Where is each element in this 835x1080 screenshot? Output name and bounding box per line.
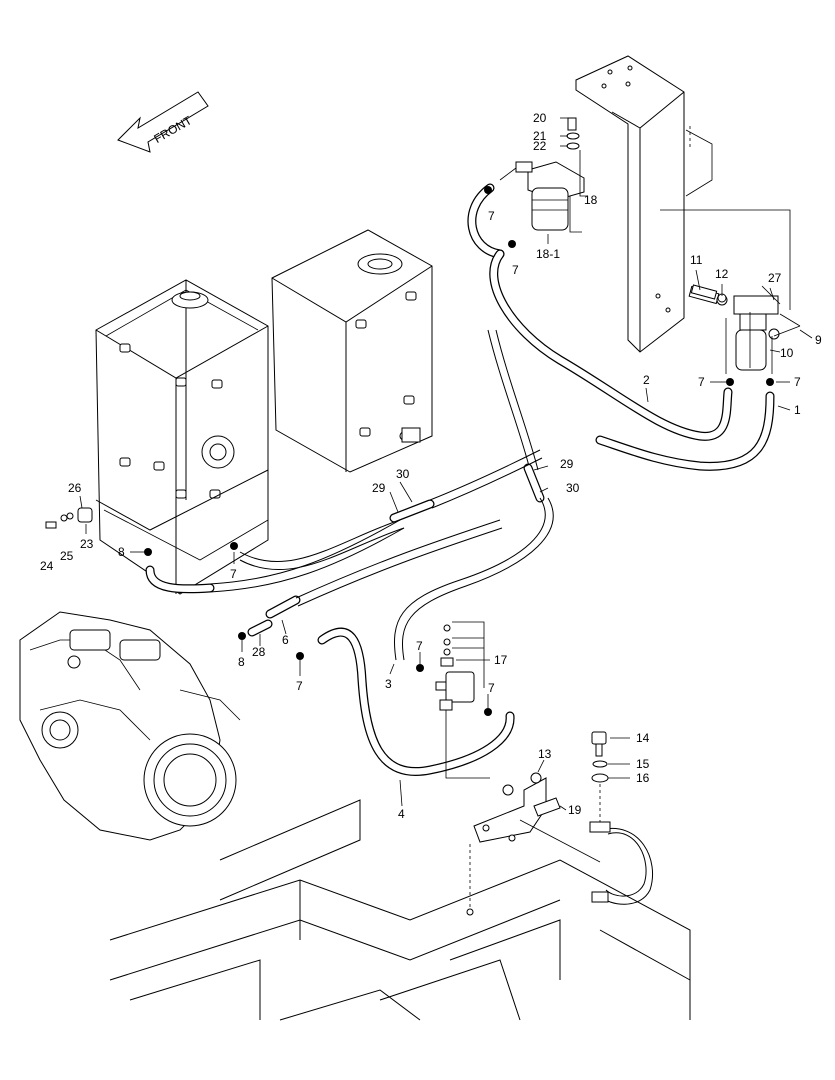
callout-14: 14	[636, 731, 650, 745]
fuel-hoses	[145, 183, 775, 776]
callout-19: 19	[568, 803, 582, 817]
fuel-tank-front	[95, 279, 269, 595]
callout-29a: 29	[560, 457, 574, 471]
callout-7g: 7	[416, 639, 423, 653]
callout-12: 12	[715, 267, 729, 281]
callout-18-1: 18-1	[536, 247, 560, 261]
callout-7f: 7	[296, 679, 303, 693]
callout-15: 15	[636, 757, 650, 771]
callout-9: 9	[815, 333, 822, 347]
front-direction-arrow: FRONT	[117, 91, 209, 153]
fuel-filter-top	[499, 117, 588, 233]
callout-29b: 29	[372, 481, 386, 495]
fuel-tank-rear	[271, 229, 433, 473]
callout-30b: 30	[566, 481, 580, 495]
callout-20: 20	[533, 111, 547, 125]
callout-7d: 7	[794, 375, 801, 389]
callout-8b: 8	[238, 655, 245, 669]
callout-13: 13	[538, 747, 552, 761]
callout-7h: 7	[488, 681, 495, 695]
engine	[19, 611, 241, 841]
callout-23: 23	[80, 537, 94, 551]
callout-7e: 7	[230, 567, 237, 581]
water-separator	[688, 285, 801, 374]
callout-6: 6	[282, 633, 289, 647]
callout-4: 4	[398, 807, 405, 821]
callout-26: 26	[68, 481, 82, 495]
callout-17: 17	[494, 653, 508, 667]
callout-16: 16	[636, 771, 650, 785]
callout-1: 1	[794, 403, 801, 417]
callout-27: 27	[768, 271, 782, 285]
callout-7c: 7	[698, 375, 705, 389]
callout-25: 25	[60, 549, 74, 563]
callout-2: 2	[643, 373, 650, 387]
callout-11: 11	[690, 253, 703, 267]
callouts: 20 21 22 18 18-1 7 7 11 12 27 9 10 7 7 2…	[40, 111, 822, 821]
callout-18: 18	[584, 193, 598, 207]
callout-30a: 30	[396, 467, 410, 481]
callout-7a: 7	[488, 209, 495, 223]
callout-10: 10	[780, 346, 794, 360]
callout-28: 28	[252, 645, 266, 659]
callout-22: 22	[533, 139, 547, 153]
fittings	[45, 186, 774, 916]
mounting-column	[575, 55, 791, 353]
callout-7b: 7	[512, 263, 519, 277]
callout-24: 24	[40, 559, 54, 573]
callout-8a: 8	[118, 545, 125, 559]
leader-lines	[79, 117, 813, 811]
callout-21: 21	[533, 129, 547, 143]
callout-3: 3	[385, 677, 392, 691]
machine-frame	[109, 799, 691, 1021]
